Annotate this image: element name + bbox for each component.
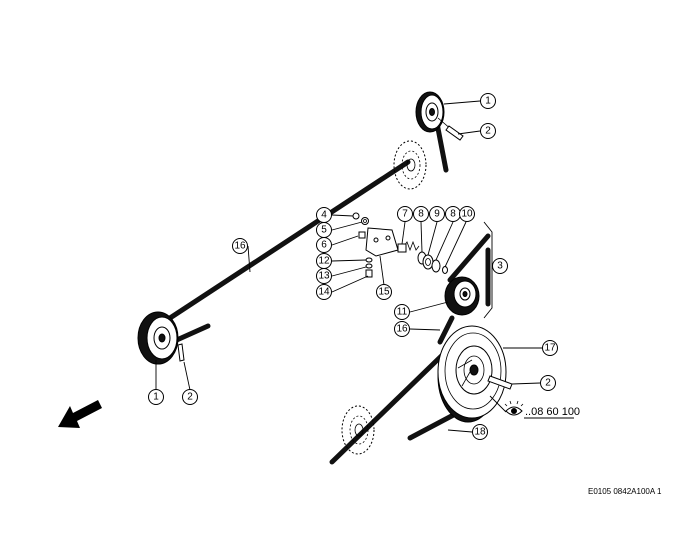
washer-12 xyxy=(365,257,373,263)
large-pulley-17 xyxy=(437,325,507,423)
clip-10 xyxy=(442,266,448,274)
callout-8a: 8 xyxy=(413,206,429,222)
callout-9: 9 xyxy=(429,206,445,222)
callout-label: 2 xyxy=(187,392,193,403)
callout-label: 4 xyxy=(321,210,327,221)
callout-label: 7 xyxy=(402,209,408,220)
spacer-6 xyxy=(358,231,366,239)
reference-number: ..08 60 100 xyxy=(525,406,580,418)
upper-drive-gear xyxy=(393,140,427,190)
callout-label: 2 xyxy=(485,126,491,137)
drawing-code: E0105 0842A100A 1 xyxy=(588,487,662,496)
callout-label: 10 xyxy=(461,209,473,220)
callout-label: 17 xyxy=(544,343,556,354)
callout-7: 7 xyxy=(397,206,413,222)
right-shaft-pin xyxy=(487,375,513,390)
callout-label: 5 xyxy=(321,225,327,236)
idler-pulley-11 xyxy=(444,276,480,316)
top-shaft-pin xyxy=(445,125,464,141)
callout-label: 14 xyxy=(318,287,330,298)
spring-7 xyxy=(397,240,420,253)
tensioner-bracket xyxy=(365,227,399,257)
top-pulley xyxy=(415,91,453,133)
left-shaft-pin xyxy=(177,343,185,362)
lower-drive-gear xyxy=(341,405,375,455)
callout-label: 16 xyxy=(396,324,408,335)
callout-label: 1 xyxy=(153,392,159,403)
callout-16-left: 16 xyxy=(232,238,248,254)
callout-16-right: 16 xyxy=(394,321,410,337)
group-bracket-3 xyxy=(483,221,493,319)
callout-12: 12 xyxy=(316,253,332,269)
callout-11: 11 xyxy=(394,304,410,320)
callout-label: 13 xyxy=(318,271,330,282)
direction-arrow-icon xyxy=(58,400,102,428)
callout-14: 14 xyxy=(316,284,332,300)
callout-10: 10 xyxy=(459,206,475,222)
callout-6: 6 xyxy=(316,237,332,253)
washer-4 xyxy=(352,212,360,220)
callout-13: 13 xyxy=(316,268,332,284)
callout-15: 15 xyxy=(376,284,392,300)
callout-label: 1 xyxy=(485,96,491,107)
eye-icon xyxy=(504,400,524,416)
washer-13 xyxy=(365,263,373,269)
callout-label: 2 xyxy=(545,378,551,389)
callout-2-left: 2 xyxy=(182,389,198,405)
callout-label: 6 xyxy=(321,240,327,251)
bolt-14 xyxy=(365,269,373,278)
left-pulley xyxy=(137,311,179,365)
callout-label: 11 xyxy=(397,307,408,318)
callout-label: 8 xyxy=(418,209,424,220)
callout-label: 16 xyxy=(234,241,246,252)
leader-lines xyxy=(155,100,542,433)
callout-label: 8 xyxy=(450,209,456,220)
callout-1-top: 1 xyxy=(480,93,496,109)
callout-label: 18 xyxy=(474,427,486,438)
callout-3: 3 xyxy=(492,258,508,274)
callout-1-left: 1 xyxy=(148,389,164,405)
callout-label: 3 xyxy=(497,261,503,272)
callout-5: 5 xyxy=(316,222,332,238)
bearing-9 xyxy=(422,254,434,270)
belt-16-right xyxy=(437,233,491,345)
callout-2-right: 2 xyxy=(540,375,556,391)
callout-17: 17 xyxy=(542,340,558,356)
callout-label: 9 xyxy=(434,209,440,220)
callout-label: 15 xyxy=(378,287,390,298)
callout-8b: 8 xyxy=(445,206,461,222)
callout-label: 12 xyxy=(318,256,330,267)
callout-18: 18 xyxy=(472,424,488,440)
callout-2-top: 2 xyxy=(480,123,496,139)
callout-4: 4 xyxy=(316,207,332,223)
washer-5 xyxy=(361,217,369,225)
belt-16-long xyxy=(147,159,411,355)
ring-8b xyxy=(431,259,441,273)
